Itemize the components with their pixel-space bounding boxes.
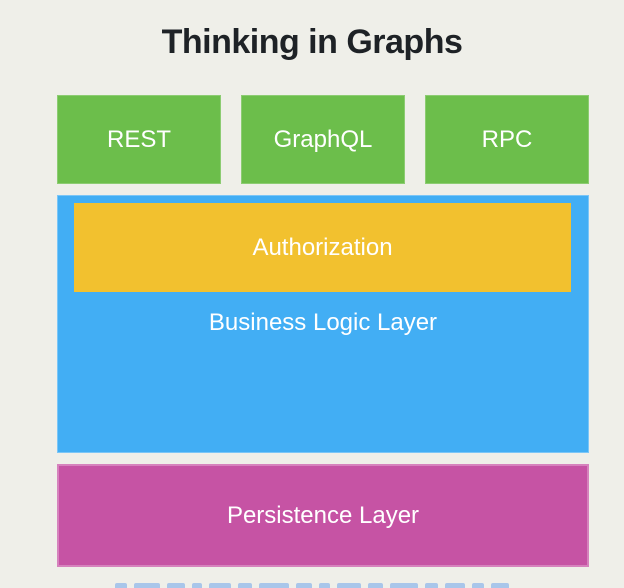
caption-text-fragment [192, 583, 202, 588]
persistence-layer-box: Persistence Layer [57, 464, 589, 567]
api-box-rpc: RPC [425, 95, 589, 184]
caption-text-fragment [368, 583, 383, 588]
caption-text-fragment [134, 583, 160, 588]
api-box-graphql-label: GraphQL [273, 125, 373, 153]
caption-text-fragment [445, 583, 465, 588]
caption-text-fragment [296, 583, 312, 588]
api-box-graphql: GraphQL [241, 95, 405, 184]
api-box-rest: REST [57, 95, 221, 184]
caption-text-fragment [167, 583, 185, 588]
caption-text-fragment [209, 583, 231, 588]
caption-text-fragment [115, 583, 127, 588]
persistence-layer-label: Persistence Layer [226, 501, 420, 529]
api-box-rest-label: REST [106, 125, 171, 153]
cutoff-caption-link[interactable] [0, 583, 624, 588]
authorization-label: Authorization [252, 233, 393, 261]
api-layer-row: REST GraphQL RPC [57, 95, 589, 184]
page-title: Thinking in Graphs [161, 23, 463, 61]
caption-text-fragment [491, 583, 509, 588]
business-logic-layer-box: Authorization Business Logic Layer [57, 195, 589, 453]
caption-text-fragment [425, 583, 438, 588]
authorization-box: Authorization [74, 203, 571, 292]
api-box-rpc-label: RPC [481, 125, 533, 153]
business-logic-layer-label: Business Logic Layer [208, 309, 438, 336]
caption-text-fragment [390, 583, 418, 588]
caption-text-fragment [472, 583, 484, 588]
caption-text-fragment [238, 583, 252, 588]
caption-text-fragment [319, 583, 330, 588]
caption-text-fragment [259, 583, 289, 588]
caption-text-fragment [337, 583, 361, 588]
